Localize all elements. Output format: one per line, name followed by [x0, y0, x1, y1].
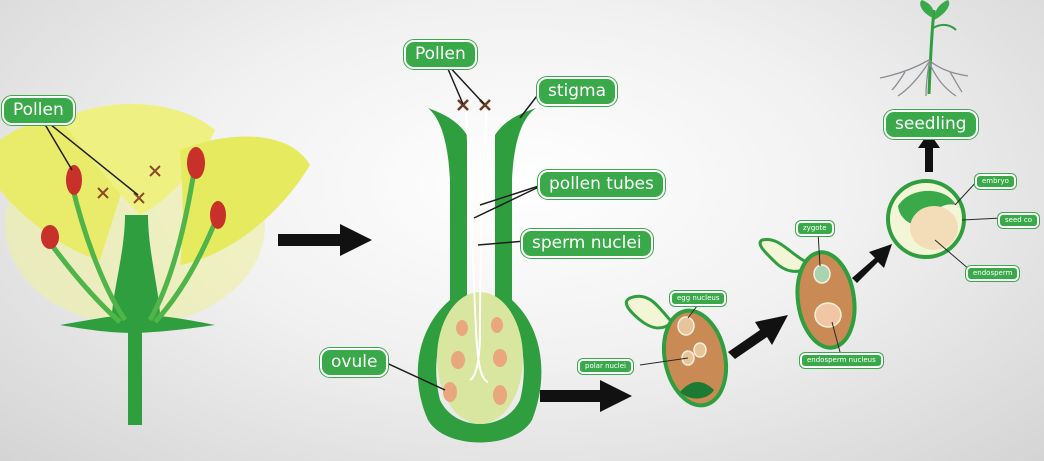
label-pollen-pistil: Pollen — [404, 40, 477, 69]
pistil — [380, 62, 545, 443]
flower — [0, 104, 310, 425]
ovule1-pollen-tube — [626, 296, 672, 328]
label-ovule: ovule — [320, 348, 388, 377]
ovule1-egg — [678, 317, 694, 335]
label-polar-nuclei: polar nuclei — [578, 359, 633, 374]
seed — [888, 180, 1002, 270]
pollen-grains-on-stigma — [458, 100, 490, 110]
ovule2-endosperm-nucleus — [815, 303, 841, 327]
ovule1-polar-1 — [694, 343, 706, 357]
seedling-leaf-right — [934, 0, 949, 20]
ovule2-zygote — [814, 265, 830, 283]
label-egg-nucleus: egg nucleus — [670, 291, 726, 306]
ovule2-body — [792, 249, 861, 352]
label-sperm-nuclei: sperm nuclei — [521, 229, 653, 258]
seedling — [880, 0, 968, 96]
arrow-flower-to-pistil — [278, 224, 372, 256]
label-zygote: zygote — [796, 221, 834, 236]
arrow-zygote-to-seed — [852, 244, 892, 283]
seedling-roots — [880, 60, 968, 96]
arrow-pistil-to-ovule — [540, 380, 632, 412]
ovule-stage-egg — [626, 296, 734, 411]
seedling-stem — [929, 10, 934, 94]
arrow-ovule-to-zygote — [728, 315, 788, 359]
label-endosperm-nucleus: endosperm nucleus — [800, 353, 883, 368]
label-seedling: seedling — [884, 110, 978, 139]
label-pollen-flower: Pollen — [2, 96, 75, 125]
label-endosperm: endosperm — [966, 266, 1019, 281]
label-pollen-tubes: pollen tubes — [538, 170, 665, 199]
seedling-leaf-left — [920, 0, 933, 18]
label-seed-coat: seed co — [998, 213, 1039, 228]
anther-2 — [41, 225, 59, 249]
anther-4 — [210, 201, 226, 229]
seedling-branch — [933, 25, 956, 30]
label-stigma: stigma — [537, 77, 617, 106]
anther-1 — [66, 165, 82, 195]
anther-3 — [187, 147, 205, 179]
label-embryo: embryo — [975, 174, 1016, 189]
seed-endosperm — [910, 206, 958, 250]
flower-stem — [128, 325, 142, 425]
